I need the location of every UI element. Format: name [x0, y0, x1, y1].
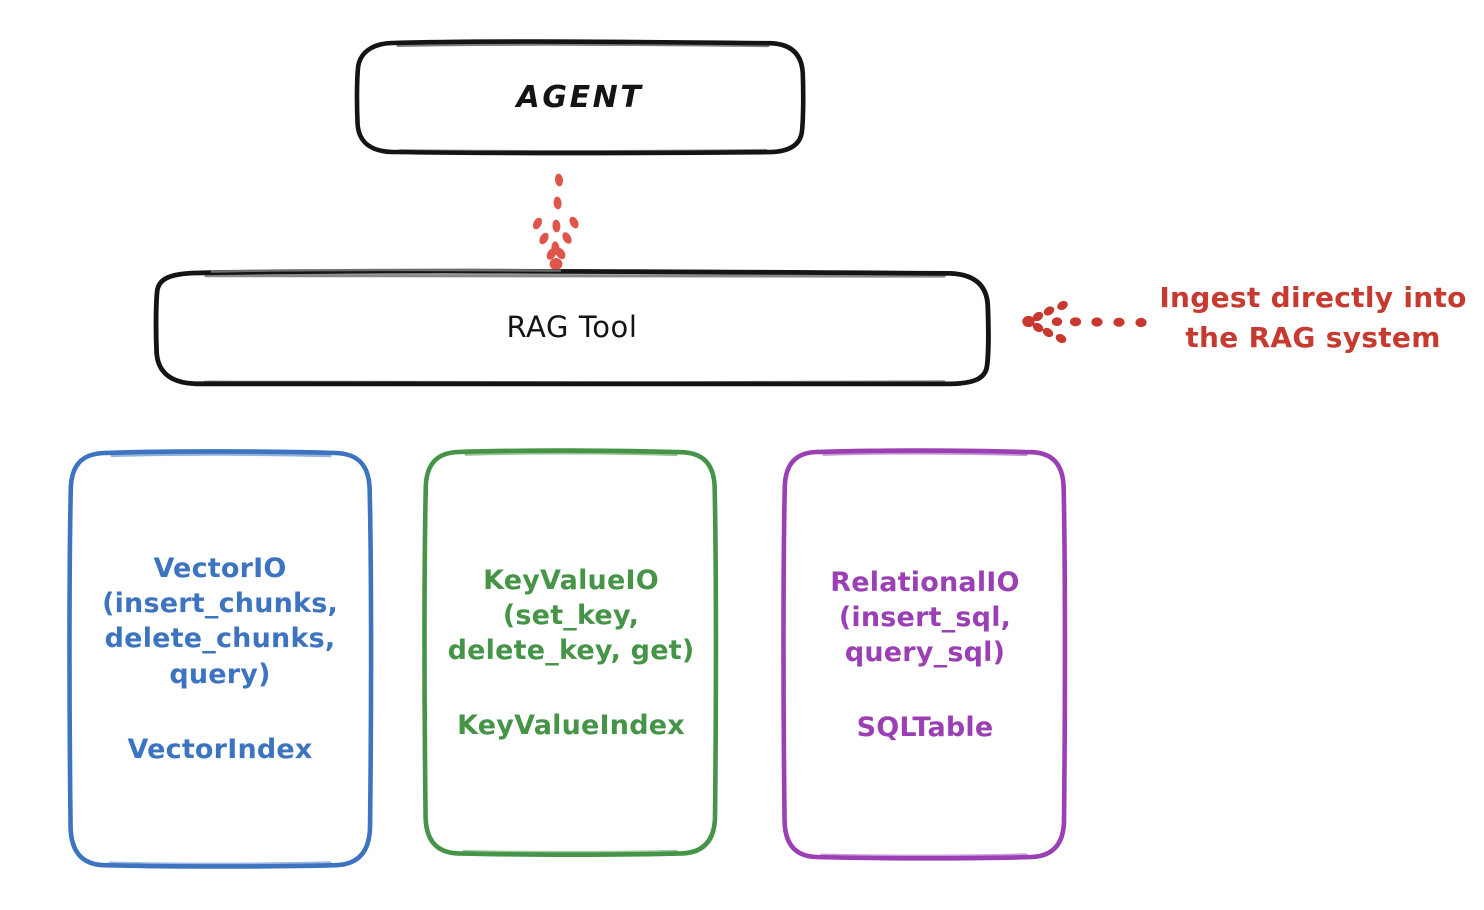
sql-table-label: SQLTable [856, 712, 994, 744]
ingest-note-arrow [1022, 300, 1147, 344]
key-value-index-label: KeyValueIndex [457, 710, 685, 742]
relational-io-api-label: RelationalIO (insert_sql, query_sql) [830, 566, 1020, 668]
key-value-io-node[interactable]: KeyValueIO (set_key, delete_key, get) Ke… [428, 452, 714, 854]
agent-to-rag-arrow [532, 173, 579, 270]
vector-index-label: VectorIndex [127, 733, 313, 765]
vector-io-node[interactable]: VectorIO (insert_chunks, delete_chunks, … [72, 452, 368, 866]
relational-io-node[interactable]: RelationalIO (insert_sql, query_sql) SQL… [786, 452, 1064, 858]
ingest-annotation-text: Ingest directly into the RAG system [1159, 281, 1467, 354]
vector-io-api-label: VectorIO (insert_chunks, delete_chunks, … [102, 553, 338, 690]
agent-node-label: AGENT [516, 79, 644, 115]
key-value-io-api-label: KeyValueIO (set_key, delete_key, get) [447, 564, 695, 666]
rag-tool-node-label: RAG Tool [506, 309, 638, 344]
